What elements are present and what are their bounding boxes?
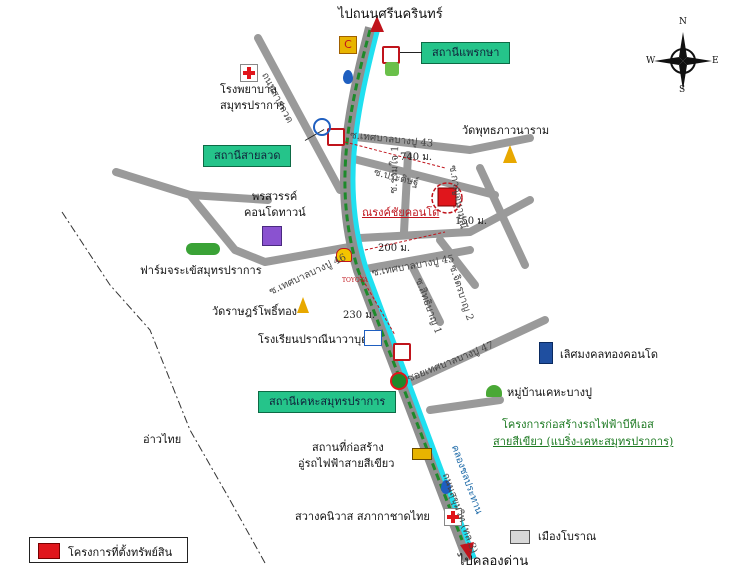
dist-740-line (344, 141, 446, 169)
intersection-label: ณรงค์ชัยคอนโด (362, 206, 440, 219)
swang-label: สวางคนิวาส สภากาชาดไทย (295, 510, 430, 523)
soi43-road (334, 131, 534, 154)
temple-icon (503, 145, 517, 163)
hospital-icon (444, 508, 462, 526)
compass-s: S (679, 85, 686, 95)
shop-logo-icon: C (339, 36, 357, 54)
compass-e: E (712, 56, 719, 66)
soi-inner-road (356, 246, 474, 274)
distance-150: 150 ม. (455, 216, 488, 227)
depot-label-1: สถานที่ก่อสร้าง (312, 441, 384, 454)
skytrain-line (350, 27, 477, 559)
sukhumvit-road (339, 26, 477, 563)
soi47-road (401, 316, 549, 389)
legend-swatch (38, 543, 60, 559)
project-marker-icon (437, 187, 457, 207)
arrow-up (370, 16, 384, 32)
compass-w: W (646, 56, 656, 66)
bottom-direction-label: ไปคลองด่าน (458, 554, 529, 569)
compass-n: N (679, 17, 687, 27)
depot-label-2: อู่รถไฟฟ้าสายสีเขียว (298, 457, 395, 470)
saiload-road (254, 34, 344, 194)
hospital-label-2: สมุทรปราการ (220, 99, 285, 112)
legend-label: โครงการที่ตั้งทรัพย์สิน (68, 546, 173, 559)
coastline (61, 211, 266, 564)
pruksa-label-2: คอนโดทาวน์ (244, 206, 306, 219)
gas-station-icon (441, 480, 451, 494)
crocodile-icon (186, 243, 220, 255)
museum-icon (510, 530, 530, 544)
project-line-label-1: โครงการก่อสร้างรถไฟฟ้าบีทีเอส (502, 418, 654, 431)
gulf-label: อ่าวไทย (143, 433, 182, 446)
gas-station-icon (343, 70, 353, 84)
store-logo-icon (390, 372, 408, 390)
dist-230-line (359, 274, 396, 336)
hospital-icon (240, 64, 258, 82)
soi-sin-road (406, 258, 444, 326)
station-saiload: สถานีสายลวด (203, 145, 292, 167)
village-label: หมู่บ้านเคหะบางปู (507, 386, 592, 399)
soi-ruamjai-road (400, 151, 412, 236)
dist-200-line (364, 231, 446, 251)
top-direction-label: ไปถนนศรีนครินทร์ (338, 7, 443, 22)
station-symbol-icon (393, 343, 411, 361)
compass-icon (648, 26, 718, 96)
excavator-icon (412, 448, 432, 460)
village-icon (486, 385, 502, 397)
station-symbol-icon (327, 128, 345, 146)
condo-right-label: เลิศมงคลทองคอนโด (560, 348, 658, 361)
distance-740: 740 ม. (400, 152, 433, 163)
hospital-label-1: โรงพยาบาล (220, 83, 277, 96)
arrow-down (460, 542, 474, 560)
soi-pradit-road (346, 154, 499, 199)
shell-logo-icon (336, 248, 352, 262)
wat-phut-label: วัดพุทธภาวนาราม (462, 124, 550, 137)
construction-line (343, 29, 464, 541)
bank-logo-icon (313, 118, 331, 136)
croc-farm-label: ฟาร์มจระเข้สมุทรปราการ (140, 264, 262, 277)
school-icon (364, 330, 382, 346)
condo-building-icon (539, 342, 553, 364)
soi46-left-road (112, 168, 359, 266)
project-line-label-2: สายสีเขียว (แบริ่ง-เคหะสมุทรปราการ) (493, 435, 674, 448)
wat-rat-label: วัดราษฎร์โพธิ์ทอง (212, 305, 298, 318)
temple-icon (297, 297, 309, 313)
muang-boran-label: เมืองโบราณ (538, 530, 597, 543)
project-circle (431, 182, 463, 214)
distance-200: 200 ม. (378, 243, 411, 254)
soi46-link-road (186, 191, 272, 204)
soi-village-road (426, 396, 504, 414)
station-phraksa: สถานีแพรกษา (421, 42, 511, 64)
soi45-road (356, 196, 534, 242)
map-legend: โครงการที่ตั้งทรัพย์สิน (29, 537, 188, 563)
shop-logo-icon (385, 62, 399, 76)
phraksa-connector (392, 52, 422, 53)
condo-icon (262, 226, 282, 246)
pruksa-label-1: พรสวรรค์ (252, 190, 298, 203)
station-kheha: สถานีเคหะสมุทรปราการ (258, 391, 397, 413)
soi-chit-road (436, 236, 479, 289)
school-label: โรงเรียนปราณีนาวาบุตร (258, 333, 375, 346)
distance-230: 230 ม. (343, 310, 376, 321)
toyota-logo-icon: TOYOTA (342, 277, 368, 284)
